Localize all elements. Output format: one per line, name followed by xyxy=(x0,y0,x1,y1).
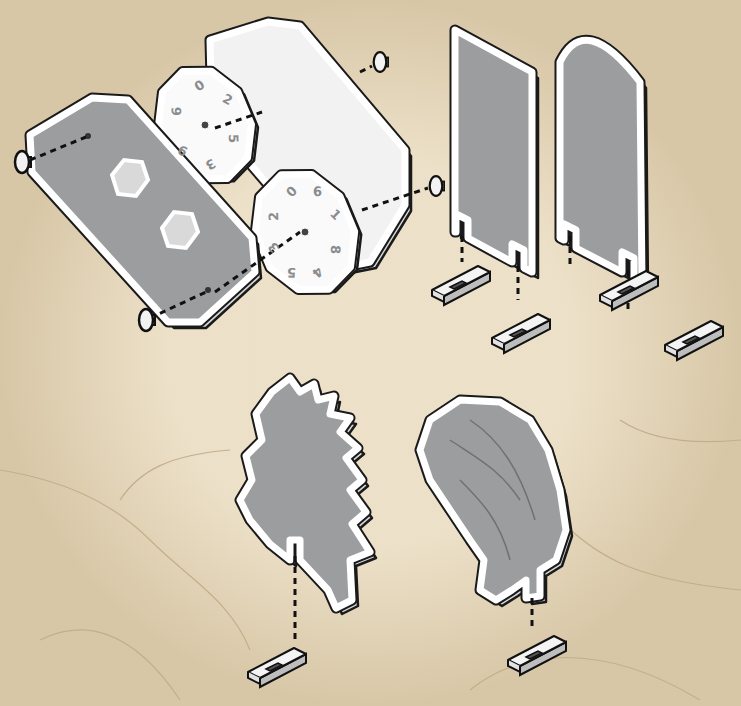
parchment-crack xyxy=(470,658,700,701)
token-outline xyxy=(239,157,371,307)
assembly-guide xyxy=(569,236,572,268)
plastic-stand xyxy=(600,271,658,310)
stand-front xyxy=(432,290,444,302)
dial-number: 5 xyxy=(287,265,297,278)
dial-window xyxy=(112,160,148,196)
token-face xyxy=(240,378,370,608)
stand-top xyxy=(432,266,490,296)
stand-top xyxy=(492,314,550,344)
stand-slot xyxy=(510,329,526,337)
token-face xyxy=(420,400,566,600)
parchment-crack xyxy=(40,630,180,700)
plastic-stand xyxy=(492,314,550,353)
plate-hole xyxy=(205,287,211,293)
token-face xyxy=(30,98,255,322)
plastic-stand xyxy=(508,636,566,675)
token-outline xyxy=(240,378,370,608)
assembly-guide xyxy=(30,137,86,160)
plastic-stand xyxy=(432,266,490,305)
parchment-crack xyxy=(560,520,741,590)
stand-front xyxy=(665,345,677,357)
stand-slot xyxy=(683,336,699,344)
token-face xyxy=(455,30,532,272)
creature-token xyxy=(240,378,376,614)
dial-hole xyxy=(201,121,209,129)
assembly-guide xyxy=(150,292,206,318)
token-face xyxy=(560,40,642,282)
assembly-guide xyxy=(531,598,534,628)
assembly-guide xyxy=(517,266,520,300)
token-outline xyxy=(455,30,532,272)
assembly-guide xyxy=(215,112,262,128)
dial-number: 6 xyxy=(170,107,183,116)
dial-number: 5 xyxy=(227,134,240,143)
rivet-pin xyxy=(430,176,444,196)
stand-front xyxy=(600,295,612,307)
dial-number: 8 xyxy=(329,244,342,253)
creature-token xyxy=(420,400,572,606)
stand-top xyxy=(508,636,566,666)
standee-card-arched xyxy=(560,40,648,288)
rivet-pin xyxy=(15,151,31,173)
rivet-pin xyxy=(374,52,388,72)
pin-head xyxy=(374,52,387,72)
dial-hole xyxy=(301,228,309,236)
lower-dial xyxy=(239,155,378,311)
stand-slot xyxy=(618,286,634,294)
assembly-guide xyxy=(362,188,428,210)
front-plate xyxy=(30,98,261,328)
stand-slot xyxy=(266,663,282,671)
pin-head xyxy=(15,151,29,173)
parchment-crack xyxy=(0,470,250,650)
stand-top xyxy=(665,321,723,351)
token-outline xyxy=(420,400,566,600)
assembly-guide xyxy=(294,556,297,640)
stand-top xyxy=(248,648,306,678)
token-outline xyxy=(560,40,642,282)
assembly-guide xyxy=(360,66,372,72)
plastic-stand xyxy=(248,648,306,687)
stand-top xyxy=(600,271,658,301)
token-outline xyxy=(30,98,255,322)
stand-slot xyxy=(526,651,542,659)
stand-front xyxy=(508,660,520,672)
token-face xyxy=(239,157,371,307)
stand-front xyxy=(492,338,504,350)
parchment-crack xyxy=(120,450,230,500)
creature-detail xyxy=(450,420,535,560)
standee-card xyxy=(455,30,538,278)
dial-number: 6 xyxy=(312,184,321,197)
pin-head xyxy=(430,176,443,196)
dial-number: 2 xyxy=(267,212,280,221)
parchment-crack xyxy=(620,420,741,442)
pin-head xyxy=(139,309,153,331)
stand-front xyxy=(248,672,260,684)
plastic-stand xyxy=(665,321,723,360)
assembly-guide xyxy=(215,232,300,292)
dial-window xyxy=(162,212,198,248)
assembly-guide xyxy=(461,236,464,262)
stand-slot xyxy=(450,281,466,289)
rivet-pin xyxy=(139,309,155,331)
